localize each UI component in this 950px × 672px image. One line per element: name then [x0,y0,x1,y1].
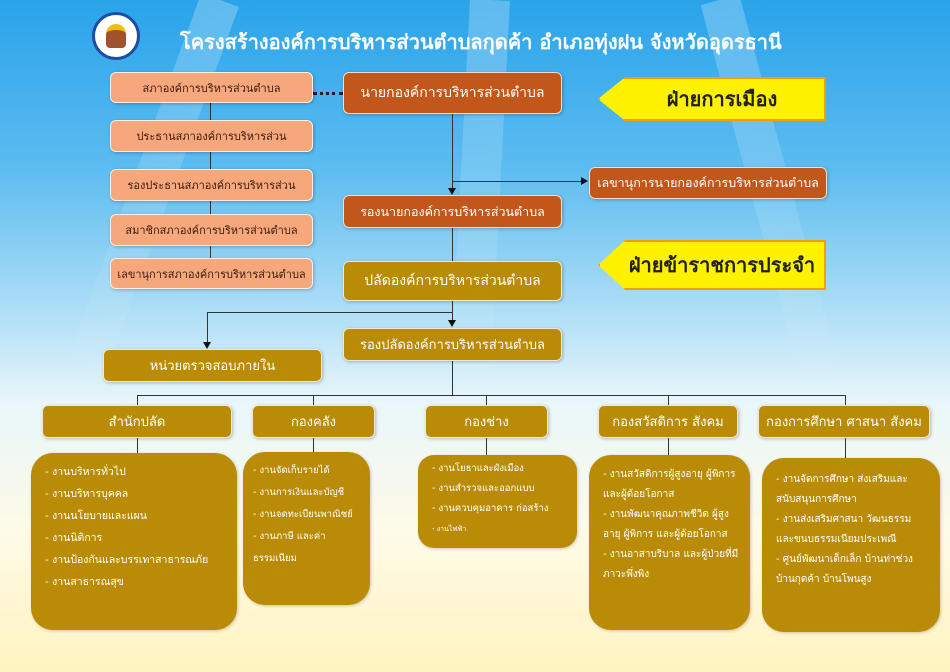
task-item: - ศูนย์พัฒนาเด็กเล็ก บ้านท่าช่วง บ้านกุด… [776,554,913,585]
connector [207,312,453,313]
task-item: - งานภาษี และค่าธรรมเนียม [253,531,326,564]
task-item: - งานบริหารบุคคล [45,488,129,500]
division-task-list: - งานจัดเก็บรายได้ - งานการเงินและบัญชี … [243,452,370,605]
palad-box: ปลัดองค์การบริหารส่วนตำบล [343,261,562,301]
connector [207,312,208,344]
division-header: กองช่าง [425,405,548,438]
connector [452,227,453,261]
internal-audit-box: หน่วยตรวจสอบภายใน [103,349,322,382]
council-secretary-box: เลขานุการสภาองค์การบริหารส่วนตำบล [110,258,313,289]
council-chair-box: ประธานสภาองค์การบริหารส่วน [110,120,313,152]
task-item: - งานสาธารณสุข [45,576,124,588]
task-item: - งานอาสาบริบาล และผู้ป่วยที่มีภาวะพึ่งพ… [603,549,739,580]
mayor-box: นายกองค์การบริหารส่วนตำบล [343,72,562,114]
division-header: กองสวัสดิการ สังคม [598,405,738,438]
division-header: กองการศึกษา ศาสนา สังคม [758,405,930,438]
council-member-box: สมาชิกสภาองค์การบริหารส่วนตำบล [110,214,313,246]
connector [137,395,138,405]
division-task-list: - งานบริหารทั่วไป - งานบริหารบุคคล - งาน… [31,453,237,630]
connector [486,395,487,405]
arrow-icon [203,342,211,349]
task-item: - งานจัดเก็บรายได้ [253,465,330,476]
connector [668,438,669,455]
civil-service-banner: ฝ่ายข้าราชการประจำ [598,240,826,290]
connector [452,360,453,395]
connector [137,438,138,453]
connector [452,113,453,193]
task-item: - งานจัดการศึกษา ส่งเสริมและสนับสนุนการศ… [776,474,908,505]
arrow-icon [581,177,588,185]
deputy-mayor-box: รองนายกองค์การบริหารส่วนตำบล [343,195,562,228]
task-item: - งานควบคุมอาคาร ก่อสร้าง [432,503,549,514]
logo [92,12,140,60]
page-title: โครงสร้างองค์การบริหารส่วนตำบลกุดค้า อำเ… [180,30,782,54]
connector [313,395,314,405]
task-item: - งานจดทะเบียนพาณิชย์ [253,509,353,520]
task-item: - งานป้องกันและบรรเทาสาธารณภัย [45,554,209,566]
division-task-list: - งานจัดการศึกษา ส่งเสริมและสนับสนุนการศ… [762,458,940,632]
mayor-secretary-box: เลขานุการนายกองค์การบริหารส่วนตำบล [589,167,827,199]
division-header: สำนักปลัด [42,405,232,438]
arrow-icon [448,320,456,327]
task-item: - งานนโยบายและแผน [45,510,147,522]
task-item: - งานการเงินและบัญชี [253,487,345,498]
dotted-connector [313,92,343,95]
division-task-list: - งานโยธาและผังเมือง - งานสำรวจและออกแบบ… [418,455,577,548]
task-item: - งานสวัสดิการผู้สูงอายุ ผู้พิการ และผู้… [603,469,736,500]
connector [313,438,314,452]
connector [845,438,846,458]
task-item: - งานบริหารทั่วไป [45,466,126,478]
connector [668,395,669,405]
connector [452,181,584,182]
political-banner: ฝ่ายการเมือง [598,77,826,121]
task-item: - งานไฟฟ้า [432,525,467,533]
arrow-icon [448,188,456,195]
task-item: - งานพัฒนาคุณภาพชีวิต ผู้สูงอายุ ผู้พิกา… [603,509,729,540]
division-header: กองคลัง [252,405,375,438]
light-ray [700,0,849,411]
deputy-palad-box: รองปลัดองค์การบริหารส่วนตำบล [343,328,562,361]
council-box: สภาองค์การบริหารส่วนตำบล [110,72,313,103]
connector [137,395,846,396]
task-item: - งานสำรวจและออกแบบ [432,483,535,494]
task-item: - งานโยธาและผังเมือง [432,463,524,474]
division-task-list: - งานสวัสดิการผู้สูงอายุ ผู้พิการ และผู้… [589,455,750,630]
council-vice-chair-box: รองประธานสภาองค์การบริหารส่วน [110,169,313,201]
connector [845,395,846,405]
task-item: - งานนิติการ [45,532,103,544]
connector [486,438,487,455]
task-item: - งานส่งเสริมศาสนา วัฒนธรรม และขนบธรรมเน… [776,514,912,545]
